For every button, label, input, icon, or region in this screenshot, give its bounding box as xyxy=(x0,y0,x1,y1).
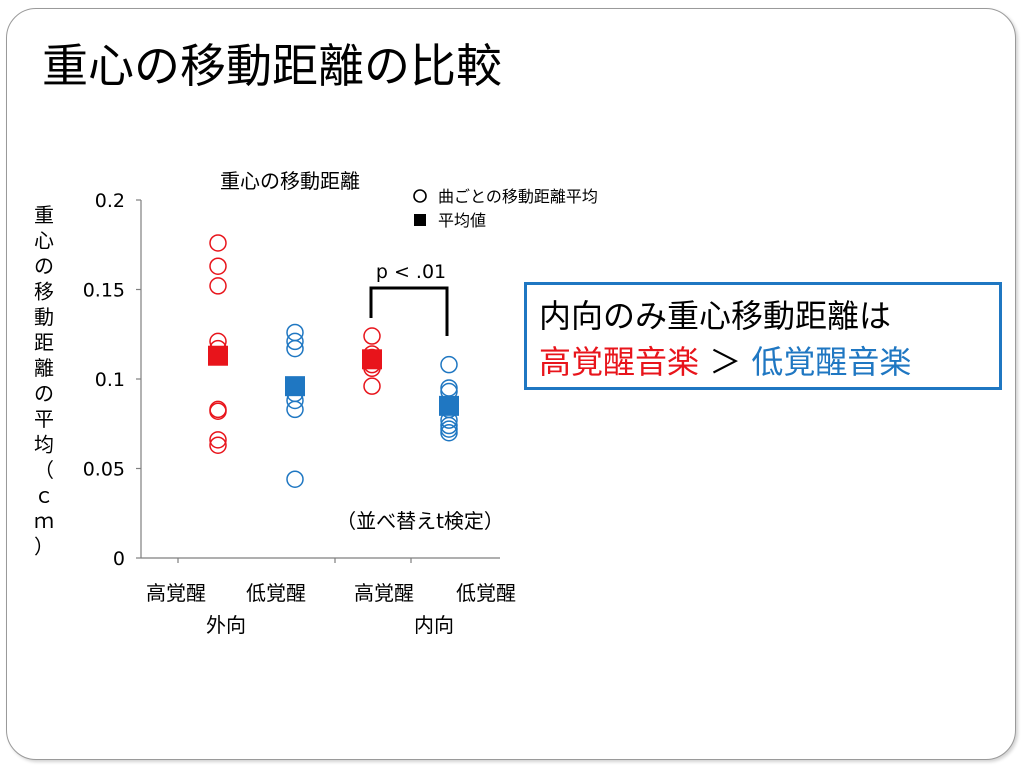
data-point xyxy=(286,470,304,488)
callout-low-arousal: 低覚醒音楽 xyxy=(751,343,912,381)
data-point xyxy=(286,323,304,342)
data-point xyxy=(440,355,458,374)
data-point xyxy=(440,379,458,397)
data-point xyxy=(209,234,227,252)
data-point xyxy=(440,420,458,438)
data-point xyxy=(209,402,227,420)
conclusion-callout: 内向のみ重心移動距離は 高覚醒音楽 ＞ 低覚醒音楽 xyxy=(524,282,1002,390)
data-point xyxy=(286,332,304,351)
test-annotation: （並べ替えt検定） xyxy=(336,509,504,533)
data-point xyxy=(440,416,458,435)
callout-line-2: 高覚醒音楽 ＞ 低覚醒音楽 xyxy=(539,339,999,385)
x-category-label: 低覚醒 xyxy=(456,581,516,605)
significance-label: p < .01 xyxy=(376,261,446,283)
legend-label: 平均値 xyxy=(438,211,486,230)
legend-square-marker xyxy=(414,214,426,226)
x-category-label: 低覚醒 xyxy=(246,581,306,605)
legend-circle-marker xyxy=(413,189,427,203)
data-point xyxy=(440,423,458,442)
mean-marker xyxy=(362,349,382,370)
callout-greater-than: ＞ xyxy=(709,343,742,381)
y-tick-label: 0 xyxy=(113,548,125,570)
y-tick-label: 0.1 xyxy=(95,369,125,391)
mean-marker xyxy=(439,395,459,416)
y-tick-label: 0.2 xyxy=(95,190,125,212)
data-point xyxy=(209,436,227,454)
data-point xyxy=(363,327,381,345)
x-category-label: 高覚醒 xyxy=(354,581,414,605)
y-axis-label: 重心の移動距離の平均（ｃｍ） xyxy=(34,203,54,559)
data-point xyxy=(209,257,227,275)
significance-bracket xyxy=(369,286,449,336)
chart-title: 重心の移動距離 xyxy=(220,169,360,193)
x-category-label: 高覚醒 xyxy=(146,581,206,605)
data-point xyxy=(363,377,381,395)
mean-marker xyxy=(285,376,305,397)
legend-label: 曲ごとの移動距離平均 xyxy=(438,187,598,206)
callout-high-arousal: 高覚醒音楽 xyxy=(539,343,700,381)
mean-marker xyxy=(208,345,228,366)
data-point xyxy=(286,400,304,419)
data-point xyxy=(209,431,227,449)
callout-line-1: 内向のみ重心移動距離は xyxy=(539,297,892,335)
data-point xyxy=(209,277,227,295)
x-group-label: 内向 xyxy=(414,613,454,637)
y-tick-label: 0.05 xyxy=(83,459,125,481)
y-tick-label: 0.15 xyxy=(83,280,125,302)
data-point xyxy=(286,339,304,358)
x-group-label: 外向 xyxy=(206,613,246,637)
slide-title: 重心の移動距離の比較 xyxy=(42,39,502,93)
